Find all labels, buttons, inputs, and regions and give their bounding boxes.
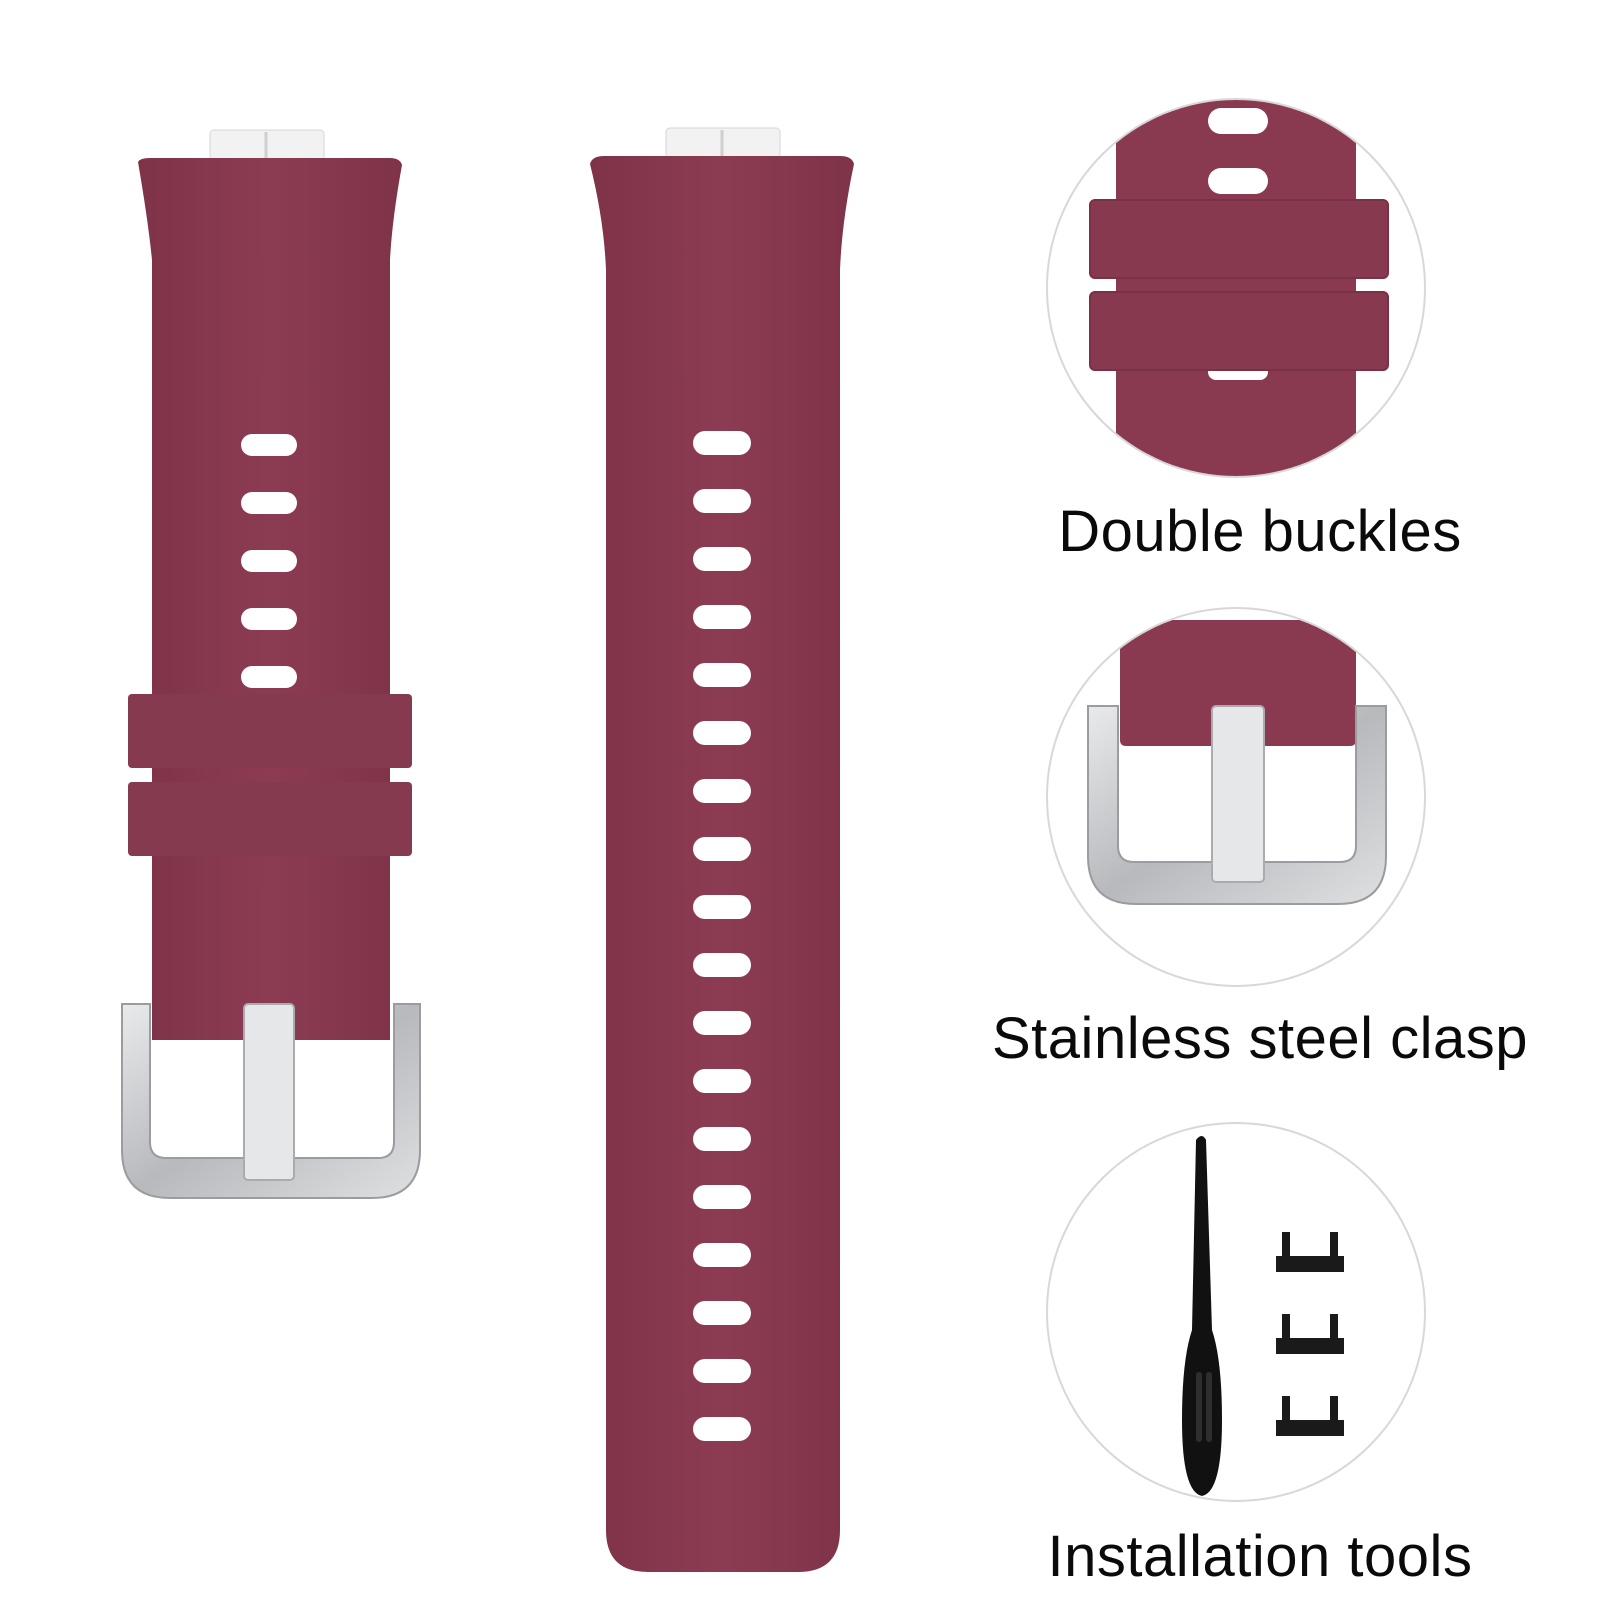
buckle-icon [1046,607,1426,987]
middle-strap [590,127,854,1572]
feature-caption-tools: Installation tools [1047,1524,1473,1589]
feature-caption-clasp: Stainless steel clasp [992,1006,1528,1071]
left-strap-buckle [121,1003,421,1199]
screwdriver-icon [1182,1136,1222,1496]
feature-caption-double-buckles: Double buckles [1058,499,1462,564]
left-strap-keeper-1 [128,694,412,768]
tools-icon [1046,1122,1426,1502]
middle-strap-body [590,156,854,1572]
connector-clips-icon [1276,1232,1344,1436]
left-strap-keeper-2 [128,782,412,856]
keeper-loops-icon [1046,98,1426,478]
middle-strap-holes [693,431,751,1441]
left-strap-body [138,158,402,1040]
left-strap [121,129,421,1199]
